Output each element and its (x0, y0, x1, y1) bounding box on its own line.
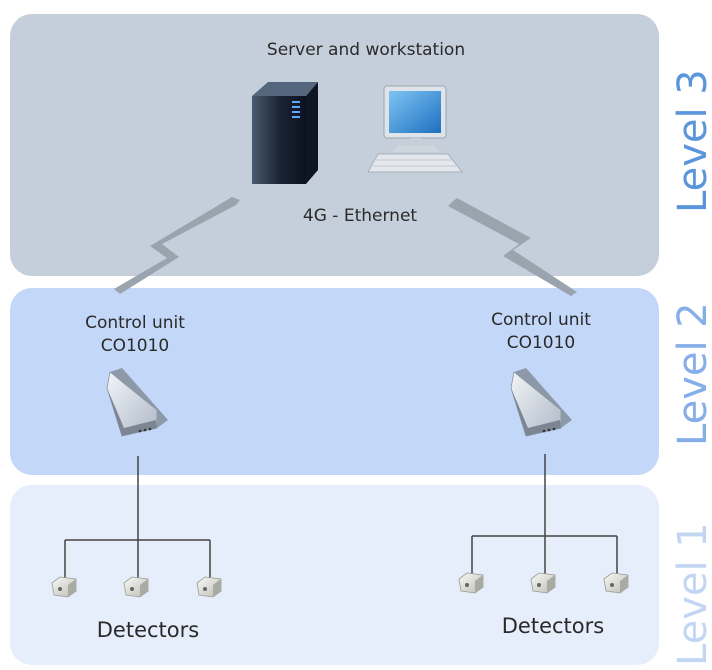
control-unit-right-line1: Control unit (491, 310, 591, 330)
control-unit-right-line2: CO1010 (506, 333, 576, 353)
control-unit-left-icon (106, 368, 168, 437)
workstation-icon (367, 85, 464, 173)
control-unit-left-line2: CO1010 (100, 336, 170, 356)
detector-icon (123, 576, 149, 598)
detector-icon (51, 576, 77, 598)
server-title: Server and workstation (266, 40, 466, 60)
control-unit-right-title: Control unit CO1010 (466, 309, 616, 355)
network-label: 4G - Ethernet (302, 206, 418, 226)
control-unit-left-line1: Control unit (85, 313, 185, 333)
control-unit-left-title: Control unit CO1010 (60, 312, 210, 358)
detector-icon (603, 572, 629, 594)
level-3-label: Level 3 (670, 69, 712, 213)
detector-icon (458, 572, 484, 594)
level-2-label: Level 2 (670, 302, 712, 446)
detector-icon (530, 572, 556, 594)
wireless-link-right (448, 198, 577, 296)
level-3-panel (10, 14, 659, 276)
detector-icon (196, 576, 222, 598)
server-icon (252, 82, 318, 184)
control-unit-right-icon (510, 368, 572, 437)
detector-wiring-right (471, 454, 618, 576)
detector-wiring-left (64, 456, 211, 580)
wireless-link-left (114, 197, 240, 294)
detectors-left-label: Detectors (96, 618, 200, 642)
detectors-right-label: Detectors (501, 614, 605, 638)
level-1-label: Level 1 (670, 522, 712, 666)
